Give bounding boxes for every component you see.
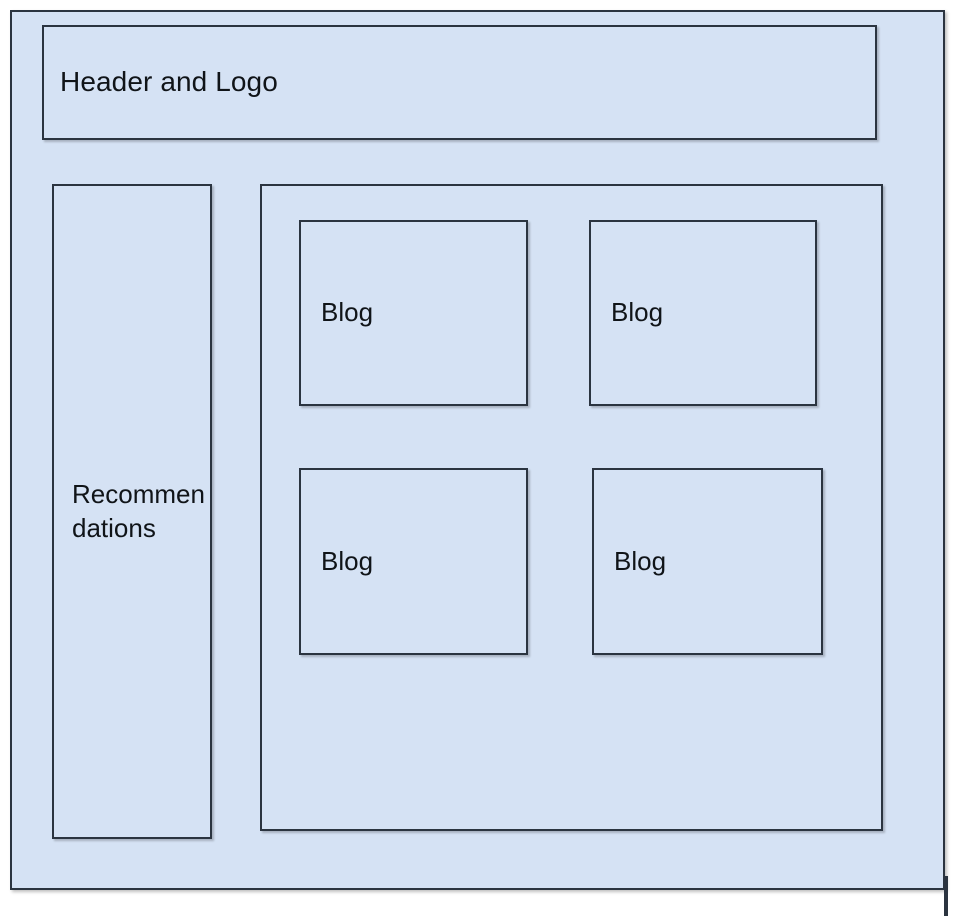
blog-card[interactable]: Blog bbox=[589, 220, 817, 406]
right-edge-artifact bbox=[944, 876, 948, 916]
blog-card-label: Blog bbox=[611, 297, 664, 328]
blog-card-label: Blog bbox=[321, 297, 374, 328]
blog-card[interactable]: Blog bbox=[299, 220, 528, 406]
blog-card[interactable]: Blog bbox=[299, 468, 528, 655]
recommendations-sidebar-box[interactable]: Recommendations bbox=[52, 184, 212, 839]
recommendations-label: Recommendations bbox=[72, 479, 205, 543]
blog-card-label: Blog bbox=[321, 545, 374, 576]
header-and-logo-box[interactable]: Header and Logo bbox=[42, 25, 877, 140]
blog-card[interactable]: Blog bbox=[592, 468, 823, 655]
main-content-panel: Blog Blog Blog Blog bbox=[260, 184, 883, 831]
header-label: Header and Logo bbox=[60, 66, 278, 98]
blog-card-label: Blog bbox=[614, 545, 667, 576]
